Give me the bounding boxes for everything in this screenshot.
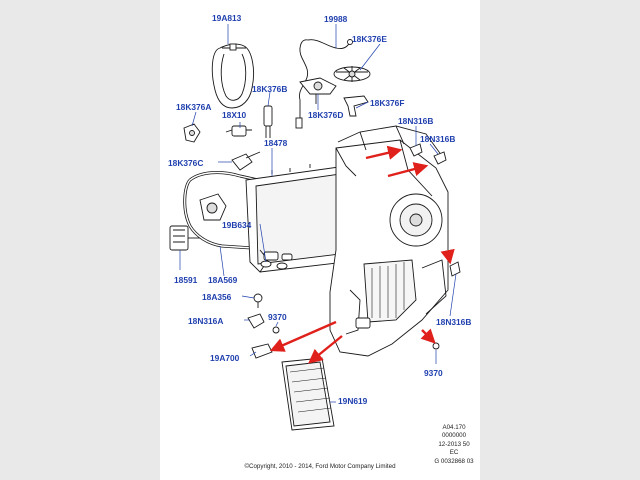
clip-a-part: [183, 123, 201, 143]
cabin-filter-19n619-part: [281, 357, 335, 431]
sensor-c-part: [231, 151, 261, 171]
pin-9370-right-part: [432, 342, 440, 350]
label-18n316a: 18N316A: [188, 316, 224, 326]
label-9370-left: 9370: [268, 312, 287, 322]
label-18x10: 18X10: [222, 110, 247, 120]
label-19a700: 19A700: [210, 353, 240, 363]
label-18478: 18478: [264, 138, 288, 148]
label-18a356: 18A356: [202, 292, 232, 302]
reference-line-2: 0000000: [441, 432, 467, 440]
reference-line-5: G 0032868 03: [434, 457, 474, 465]
label-19n619: 19N619: [338, 396, 368, 406]
connector-18x10-part: [225, 125, 252, 137]
label-9370-right: 9370: [424, 368, 443, 378]
pin-9370-left-part: [272, 326, 280, 334]
clip-18n316b-right-part: [449, 261, 461, 277]
label-19b634: 19B634: [222, 220, 252, 230]
actuator-f-part: [343, 95, 369, 117]
label-18k376a: 18K376A: [176, 102, 212, 112]
hvac-housing-part: [329, 125, 449, 357]
clip-18n316b-top-part: [409, 143, 447, 165]
label-18n316b-3: 18N316B: [436, 317, 472, 327]
control-cable-part: [295, 39, 353, 129]
clip-18n316a-part: [247, 313, 265, 329]
exploded-view-arrows: [269, 145, 455, 364]
diagram-panel: 19A813 19988 18K376E 18K376B 18K376D 18K…: [160, 0, 480, 480]
reference-line-3: 12-2013 50: [438, 440, 470, 448]
heater-core-18478-part: [245, 164, 357, 273]
label-leader-lines: [179, 24, 457, 403]
label-19a813: 19A813: [212, 13, 242, 23]
switch-18591-part: [169, 225, 204, 251]
reference-line-4: EC: [449, 449, 459, 457]
label-18591: 18591: [174, 275, 198, 285]
valve-18a356-part: [253, 293, 263, 308]
hose-18a569-part: [183, 171, 259, 250]
label-18k376b: 18K376B: [252, 84, 288, 94]
label-18n316b-2: 18N316B: [420, 134, 456, 144]
blower-motor-part: [199, 193, 227, 221]
heater-assembly-drawing: [169, 24, 461, 431]
actuator-d-part: [299, 77, 337, 104]
actuator-e-part: [333, 66, 371, 82]
clip-19a700-part: [251, 343, 273, 359]
label-18k376f: 18K376F: [370, 98, 405, 108]
label-18a569: 18A569: [208, 275, 238, 285]
reference-code-block: A04.170 0000000 12-2013 50 EC G 0032868 …: [428, 424, 480, 466]
label-18k376d: 18K376D: [308, 110, 344, 120]
filter-bag-part: [211, 43, 255, 109]
reference-line-1: A04.170: [442, 424, 466, 431]
label-18n316b-1: 18N316B: [398, 116, 434, 126]
sensor-b-part: [263, 105, 273, 138]
pipe-19b634-part: [260, 260, 288, 270]
copyright-notice: ©Copyright, 2010 - 2014, Ford Motor Comp…: [244, 463, 396, 470]
label-19988: 19988: [324, 14, 348, 24]
label-18k376e: 18K376E: [352, 34, 387, 44]
label-18k376c: 18K376C: [168, 158, 204, 168]
